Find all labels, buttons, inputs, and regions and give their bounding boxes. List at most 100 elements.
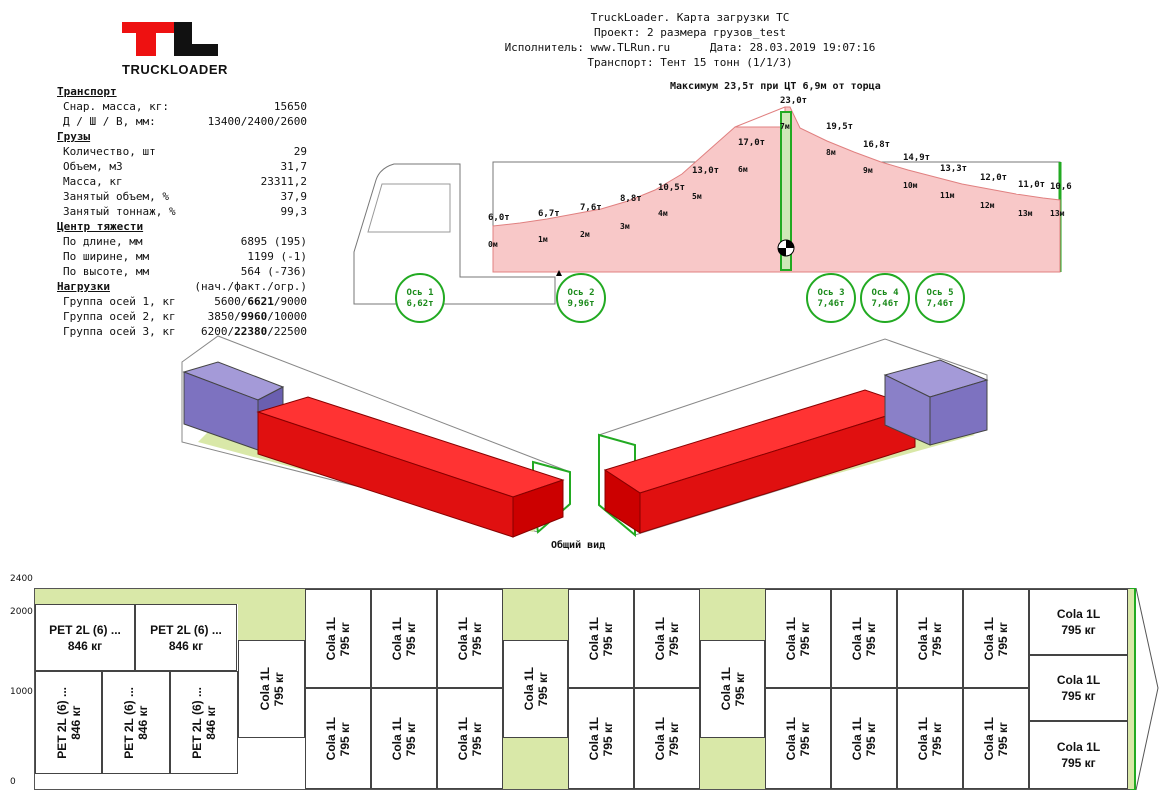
pet-cargo-box[interactable]: PET 2L (6) ...846 кг — [170, 671, 238, 774]
cargo-weight: 846 кг — [204, 705, 218, 740]
load-value-label: 17,0т — [738, 138, 765, 148]
load-start: 5600/ — [214, 295, 248, 308]
cargo-box-label: PET 2L (6) ...846 кг — [49, 622, 121, 654]
header-executor-date: Исполнитель: www.TLRun.ru Дата: 28.03.20… — [504, 41, 876, 54]
cargo-weight: 795 кг — [1061, 756, 1096, 770]
stats-label: Снар. масса, кг: — [63, 100, 169, 113]
load-diagram-title: Максимум 23,5т при ЦТ 6,9м от торца — [670, 81, 881, 92]
stats-value: 3850/9960/10000 — [208, 309, 307, 324]
axle-5-name: Ось 5 — [926, 288, 953, 298]
load-value-label: 6,0т — [488, 213, 510, 223]
cargo-weight: 795 кг — [338, 621, 352, 656]
pet-cargo-box[interactable]: PET 2L (6) ...846 кг — [102, 671, 170, 774]
pet-cargo-box[interactable]: PET 2L (6) ...846 кг — [35, 671, 102, 774]
y-tick-1000: 1000 — [10, 687, 33, 697]
cargo-title: Грузы — [57, 130, 91, 143]
cargo-name: Cola 1L — [390, 716, 404, 761]
cargo-name: Cola 1L — [587, 716, 601, 761]
load-value-label: 12,0т — [980, 173, 1007, 183]
cargo-weight: 795 кг — [601, 721, 615, 756]
empty-floor-area — [700, 589, 765, 640]
cargo-name: Cola 1L — [257, 667, 272, 711]
cargo-weight: 795 кг — [535, 671, 550, 707]
stats-label: Количество, шт — [63, 145, 156, 158]
cargo-name: Cola 1L — [982, 716, 996, 761]
load-value-label: 23,0т — [780, 96, 807, 106]
cargo-name: Cola 1L — [587, 616, 601, 661]
axle-group-load-row: Группа осей 1, кг 5600/6621/9000 — [57, 294, 307, 309]
stats-label: Группа осей 3, кг — [63, 325, 176, 338]
report-header: TruckLoader. Карта загрузки ТС Проект: 2… — [480, 10, 900, 70]
load-actual: 6621 — [247, 295, 274, 308]
load-labels: 6,0т0м6,7т1м7,6т2м8,8т3м10,5т4м13,0т5м17… — [488, 96, 1072, 249]
pet-cargo-box[interactable]: PET 2L (6) ...846 кг — [135, 604, 237, 671]
axle-4-load: 7,46т — [871, 299, 898, 309]
position-label: 5м — [692, 192, 702, 201]
load-start: 6200/ — [201, 325, 235, 338]
cargo-name: Cola 1L — [653, 616, 667, 661]
stats-label: Группа осей 1, кг — [63, 295, 176, 308]
load-limit: /10000 — [267, 310, 307, 323]
cargo-box-label: PET 2L (6) ...846 кг — [55, 687, 83, 759]
position-label: 13м — [1050, 209, 1065, 218]
y-tick-0: 0 — [10, 777, 16, 787]
truck-cab-icon — [353, 163, 556, 305]
cargo-name: Cola 1L — [456, 616, 470, 661]
axle-group: Ось 1 6,62т Ось 2 9,96т Ось 3 7,46т Ось … — [395, 273, 965, 323]
position-label: 10м — [903, 181, 918, 190]
load-value-label: 19,5т — [826, 122, 853, 132]
empty-floor-area — [503, 738, 568, 789]
position-label: 9м — [863, 166, 873, 175]
axle-1-load: 6,62т — [406, 299, 433, 309]
pet-cargo-box[interactable]: PET 2L (6) ...846 кг — [35, 604, 135, 671]
axle-5-load: 7,46т — [926, 299, 953, 309]
header-project: Проект: 2 размера грузов_test — [593, 26, 787, 39]
load-value-label: 7,6т — [580, 203, 602, 213]
cargo-weight: 795 кг — [338, 721, 352, 756]
truck-load-diagram: Ось 1 6,62т Ось 2 9,96т Ось 3 7,46т Ось … — [353, 96, 1072, 323]
cargo-weight: 795 кг — [864, 621, 878, 656]
position-label: 12м — [980, 201, 995, 210]
view-caption: Общий вид — [551, 540, 606, 551]
loads-title: Нагрузки — [57, 280, 110, 293]
load-value-label: 16,8т — [863, 140, 890, 150]
stats-label: Группа осей 2, кг — [63, 310, 176, 323]
load-limit: /9000 — [273, 295, 307, 308]
position-label: 6м — [738, 165, 748, 174]
cargo-weight: 795 кг — [667, 621, 681, 656]
load-actual: 22380 — [234, 325, 268, 338]
y-tick-2400: 2400 — [10, 574, 33, 584]
cargo-weight: 795 кг — [798, 721, 812, 756]
